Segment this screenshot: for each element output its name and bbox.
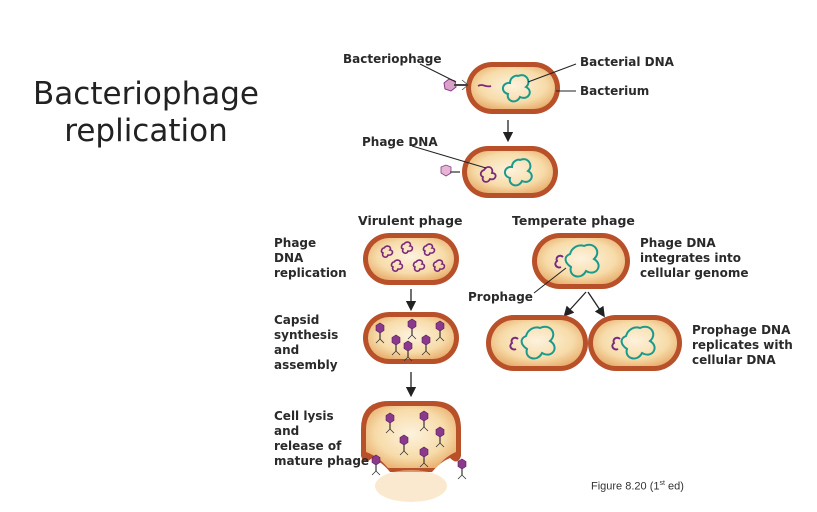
label-temperate-phage: Temperate phage (512, 213, 635, 228)
bacterial-dna (502, 74, 531, 103)
empty-phage-capsid-icon (440, 164, 460, 177)
label-virulent-phage: Virulent phage (358, 213, 463, 228)
dividing-cell-left (486, 315, 588, 371)
label-bacteriophage: Bacteriophage (343, 52, 442, 66)
label-phage-dna: Phage DNA (362, 135, 438, 149)
slide-title: Bacteriophage replication (33, 76, 259, 149)
pointer-bacteriophage (419, 63, 457, 83)
bacterium-cell (466, 62, 560, 114)
pointer-bacterial-dna (527, 63, 577, 83)
integrated-phage-dna (554, 254, 564, 269)
replicated-phage-dna (380, 241, 446, 272)
bacterial-dna (504, 158, 533, 187)
dna-replication-cell (363, 233, 459, 285)
integration-cell (532, 233, 630, 289)
capsid-assembly-cell (363, 312, 459, 364)
phage-dna-loop (479, 166, 497, 183)
caption-superscript: st (659, 480, 665, 487)
figure-caption: Figure 8.20 (1st ed) (591, 480, 684, 493)
label-phage-dna-replication: Phage DNA replication (274, 236, 347, 280)
bacteriophage-icon (443, 78, 469, 92)
label-capsid-synthesis: Capsid synthesis and assembly (274, 313, 339, 372)
caption-prefix: Figure 8.20 (1 (591, 480, 660, 493)
infected-cell (462, 146, 558, 198)
caption-suffix: ed) (664, 480, 684, 493)
injected-phage-dna (477, 84, 492, 88)
cellular-genome (620, 325, 656, 360)
pointer-phage-dna (411, 145, 487, 169)
label-cell-lysis: Cell lysis and release of mature phage (274, 409, 370, 468)
arrow-temperate-right (587, 291, 605, 318)
prophage-dna (611, 336, 621, 351)
label-bacterial-dna: Bacterial DNA (580, 55, 674, 69)
pointer-prophage (533, 267, 567, 294)
label-prophage: Prophage (468, 290, 533, 304)
cellular-genome (564, 243, 600, 278)
arrow-temperate-left (563, 291, 587, 317)
lysed-cell (361, 401, 467, 502)
prophage-dna (509, 336, 519, 351)
cellular-genome (520, 325, 556, 360)
label-phage-dna-integrates: Phage DNA integrates into cellular genom… (640, 236, 749, 280)
label-bacterium: Bacterium (580, 84, 650, 98)
dividing-cell-right (588, 315, 682, 371)
label-prophage-replicates: Prophage DNA replicates with cellular DN… (692, 323, 793, 367)
